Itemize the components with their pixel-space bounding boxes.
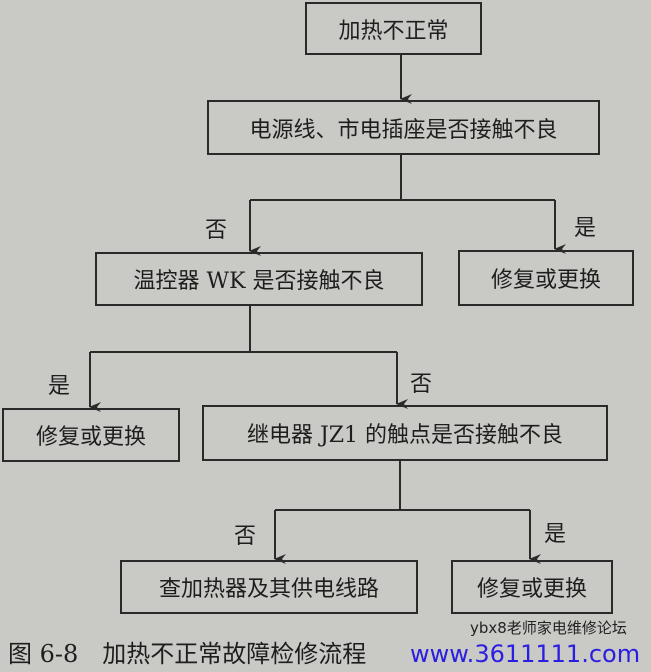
- node-relay-check: 继电器 JZ1 的触点是否接触不良: [202, 405, 608, 461]
- label-no-1: 否: [205, 218, 228, 243]
- label-no-2: 否: [410, 372, 433, 397]
- figure-caption: 图 6-8 加热不正常故障检修流程: [8, 640, 367, 668]
- node-repair-1: 修复或更换: [458, 250, 634, 306]
- node-heater-check: 查加热器及其供电线路: [120, 560, 418, 614]
- label-yes-2: 是: [48, 374, 71, 399]
- node-repair-3: 修复或更换: [451, 560, 613, 614]
- watermark-forum: ybx8老师家电维修论坛: [470, 619, 627, 637]
- label-yes-3: 是: [544, 522, 567, 547]
- label-yes-1: 是: [574, 216, 597, 241]
- node-power-check: 电源线、市电插座是否接触不良: [207, 100, 600, 155]
- node-start: 加热不正常: [305, 2, 482, 55]
- label-no-3: 否: [234, 524, 257, 549]
- watermark-url: www.3611111.com: [410, 640, 641, 668]
- node-thermostat-check: 温控器 WK 是否接触不良: [95, 252, 423, 306]
- node-repair-2: 修复或更换: [2, 408, 180, 462]
